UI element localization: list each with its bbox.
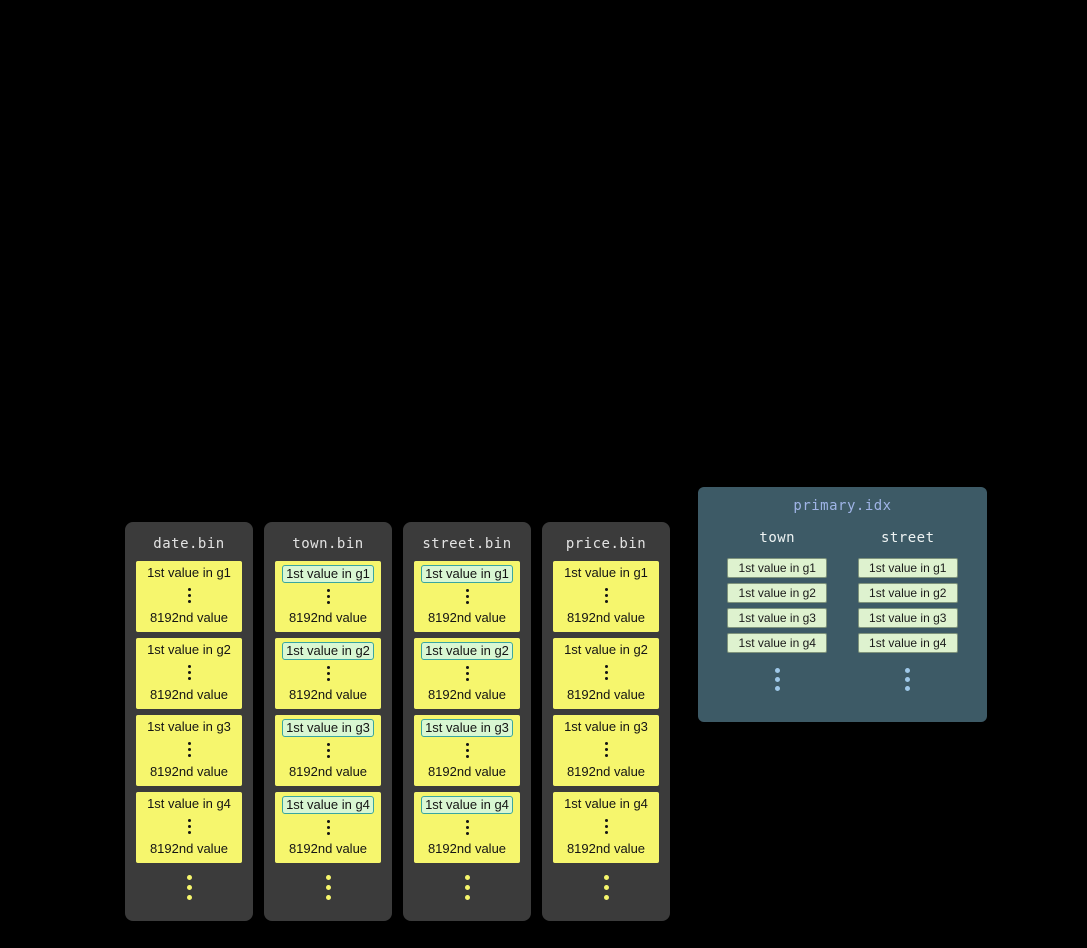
bin-file-price: price.bin 1st value in g1 8192nd value 1… [542, 522, 670, 921]
primary-index-columns: town 1st value in g1 1st value in g2 1st… [698, 530, 987, 691]
more-entries-ellipsis-icon [774, 668, 780, 691]
granule-first-value: 1st value in g2 [147, 642, 231, 657]
more-entries-ellipsis-icon [905, 668, 911, 691]
ellipsis-icon [326, 743, 330, 758]
more-granules-ellipsis-icon [325, 875, 331, 900]
bin-file-title: date.bin [153, 536, 225, 552]
granule-last-value: 8192nd value [566, 841, 646, 856]
granule-g2: 1st value in g2 8192nd value [414, 638, 520, 709]
granule-g3: 1st value in g3 8192nd value [275, 715, 381, 786]
granule-last-value: 8192nd value [288, 841, 368, 856]
granule-g1: 1st value in g1 8192nd value [553, 561, 659, 632]
granule-first-value: 1st value in g1 [147, 565, 231, 580]
ellipsis-icon [604, 742, 608, 757]
index-column-header: street [880, 530, 935, 546]
ellipsis-icon [187, 819, 191, 834]
granule-last-value: 8192nd value [566, 610, 646, 625]
granule-last-value: 8192nd value [427, 841, 507, 856]
granule-last-value: 8192nd value [288, 610, 368, 625]
ellipsis-icon [187, 665, 191, 680]
granule-g4: 1st value in g4 8192nd value [136, 792, 242, 863]
granule-last-value: 8192nd value [427, 764, 507, 779]
granule-g4: 1st value in g4 8192nd value [275, 792, 381, 863]
granule-g3: 1st value in g3 8192nd value [414, 715, 520, 786]
granule-g3: 1st value in g3 8192nd value [553, 715, 659, 786]
granule-g1: 1st value in g1 8192nd value [136, 561, 242, 632]
bin-file-town: town.bin 1st value in g1 8192nd value 1s… [264, 522, 392, 921]
granule-g1: 1st value in g1 8192nd value [275, 561, 381, 632]
more-granules-ellipsis-icon [186, 875, 192, 900]
granule-first-value-highlighted: 1st value in g4 [282, 796, 374, 814]
granule-last-value: 8192nd value [288, 687, 368, 702]
granule-first-value-highlighted: 1st value in g2 [421, 642, 513, 660]
granule-first-value-highlighted: 1st value in g3 [282, 719, 374, 737]
granule-first-value-highlighted: 1st value in g2 [282, 642, 374, 660]
index-column-street: street 1st value in g1 1st value in g2 1… [857, 530, 958, 691]
index-column-town: town 1st value in g1 1st value in g2 1st… [727, 530, 828, 691]
bin-file-title: town.bin [292, 536, 364, 552]
granule-first-value-highlighted: 1st value in g1 [421, 565, 513, 583]
granule-last-value: 8192nd value [149, 841, 229, 856]
ellipsis-icon [604, 665, 608, 680]
ellipsis-icon [326, 666, 330, 681]
granule-last-value: 8192nd value [149, 764, 229, 779]
ellipsis-icon [465, 666, 469, 681]
ellipsis-icon [326, 589, 330, 604]
bin-file-title: street.bin [422, 536, 512, 552]
index-entry: 1st value in g1 [857, 558, 958, 578]
index-entry: 1st value in g3 [857, 608, 958, 628]
granule-last-value: 8192nd value [566, 687, 646, 702]
granule-g4: 1st value in g4 8192nd value [553, 792, 659, 863]
granule-first-value: 1st value in g4 [564, 796, 648, 811]
ellipsis-icon [465, 589, 469, 604]
granule-first-value: 1st value in g4 [147, 796, 231, 811]
ellipsis-icon [187, 588, 191, 603]
granule-g2: 1st value in g2 8192nd value [553, 638, 659, 709]
bin-file-title: price.bin [565, 536, 647, 552]
ellipsis-icon [465, 743, 469, 758]
more-granules-ellipsis-icon [603, 875, 609, 900]
granule-first-value-highlighted: 1st value in g1 [282, 565, 374, 583]
ellipsis-icon [465, 820, 469, 835]
granule-last-value: 8192nd value [149, 610, 229, 625]
index-entry: 1st value in g4 [857, 633, 958, 653]
granule-last-value: 8192nd value [149, 687, 229, 702]
granule-first-value: 1st value in g2 [564, 642, 648, 657]
granule-g3: 1st value in g3 8192nd value [136, 715, 242, 786]
granule-g2: 1st value in g2 8192nd value [136, 638, 242, 709]
index-entry: 1st value in g2 [727, 583, 828, 603]
primary-index-title: primary.idx [793, 498, 892, 514]
granule-last-value: 8192nd value [566, 764, 646, 779]
bin-file-date: date.bin 1st value in g1 8192nd value 1s… [125, 522, 253, 921]
granule-first-value: 1st value in g1 [564, 565, 648, 580]
granule-first-value: 1st value in g3 [564, 719, 648, 734]
granule-last-value: 8192nd value [427, 610, 507, 625]
bin-file-street: street.bin 1st value in g1 8192nd value … [403, 522, 531, 921]
granule-g2: 1st value in g2 8192nd value [275, 638, 381, 709]
granule-first-value: 1st value in g3 [147, 719, 231, 734]
index-entry: 1st value in g2 [857, 583, 958, 603]
granule-first-value-highlighted: 1st value in g3 [421, 719, 513, 737]
ellipsis-icon [326, 820, 330, 835]
granule-first-value-highlighted: 1st value in g4 [421, 796, 513, 814]
index-entry: 1st value in g3 [727, 608, 828, 628]
index-entry: 1st value in g1 [727, 558, 828, 578]
ellipsis-icon [604, 588, 608, 603]
primary-index-panel: primary.idx town 1st value in g1 1st val… [698, 487, 987, 722]
index-entry: 1st value in g4 [727, 633, 828, 653]
ellipsis-icon [187, 742, 191, 757]
granule-g1: 1st value in g1 8192nd value [414, 561, 520, 632]
more-granules-ellipsis-icon [464, 875, 470, 900]
granule-g4: 1st value in g4 8192nd value [414, 792, 520, 863]
ellipsis-icon [604, 819, 608, 834]
granule-last-value: 8192nd value [427, 687, 507, 702]
index-column-header: town [759, 530, 796, 546]
granule-last-value: 8192nd value [288, 764, 368, 779]
